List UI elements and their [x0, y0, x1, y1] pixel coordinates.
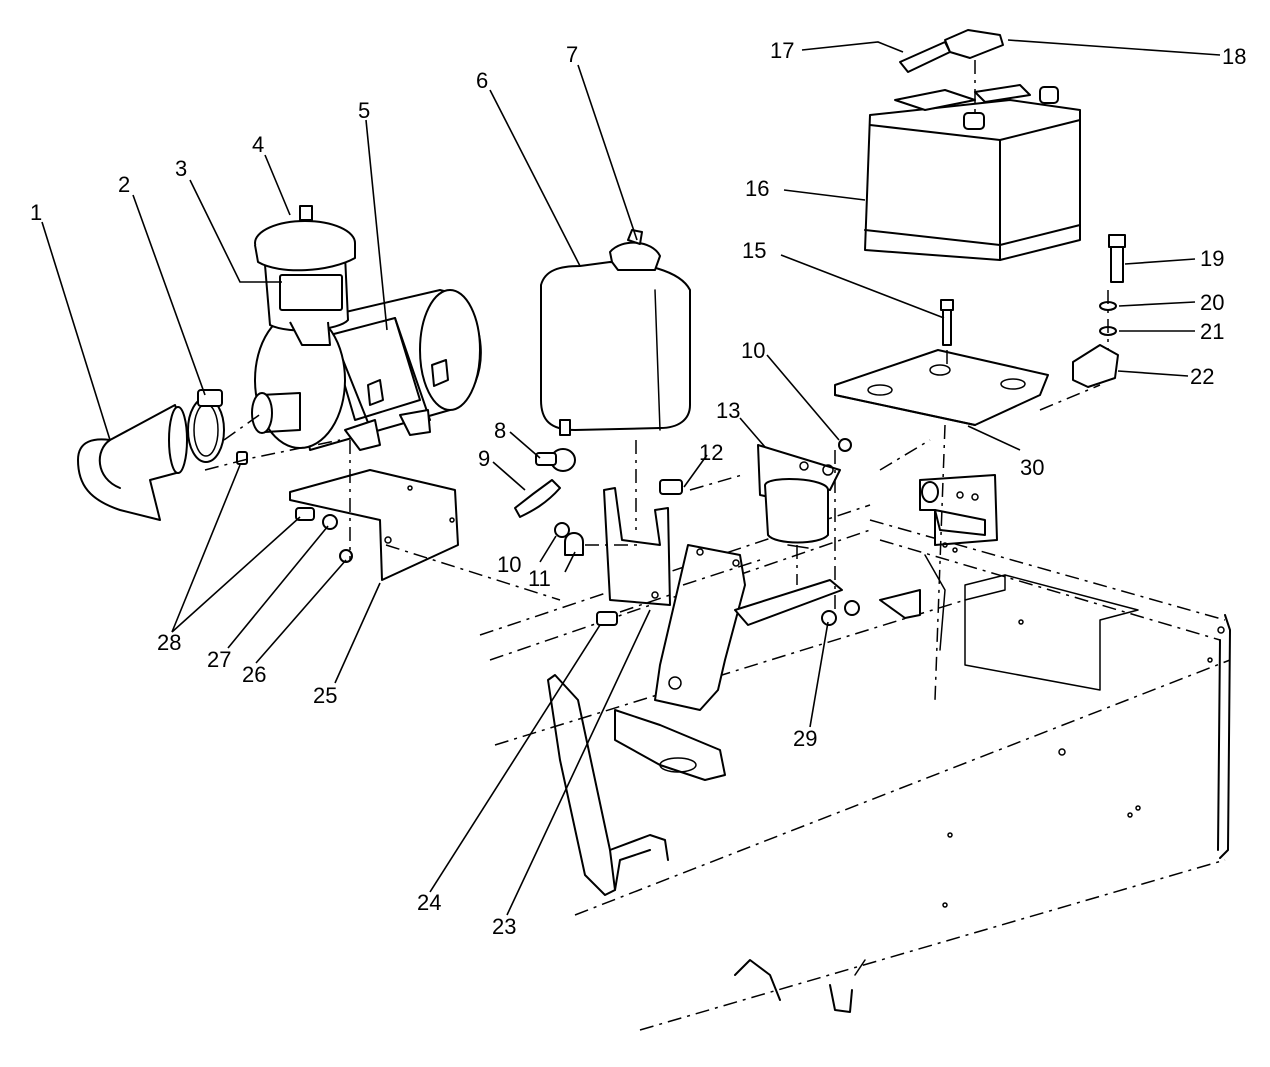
callout-27: 27 — [207, 647, 231, 672]
callout-28: 28 — [157, 630, 181, 655]
bolt-28 — [236, 451, 315, 521]
reservoir-tank — [540, 261, 691, 436]
callout-5: 5 — [358, 98, 370, 123]
leader-lines — [41, 39, 1221, 916]
callout-10-right: 10 — [741, 338, 765, 363]
nut-10-right — [838, 438, 852, 452]
battery — [864, 84, 1081, 261]
air-cleaner-bracket — [289, 469, 459, 581]
small-hose — [514, 479, 561, 518]
nut-26 — [339, 549, 353, 563]
alignment-lines — [204, 60, 1109, 701]
callout-24: 24 — [417, 890, 441, 915]
callout-19: 19 — [1200, 246, 1224, 271]
callout-2: 2 — [118, 172, 130, 197]
callout-12: 12 — [699, 440, 723, 465]
callout-10-left: 10 — [497, 552, 521, 577]
clip-11 — [564, 532, 584, 556]
callout-18: 18 — [1222, 44, 1246, 69]
callout-25: 25 — [313, 683, 337, 708]
battery-cable — [899, 29, 1004, 73]
hold-down-22 — [1072, 344, 1119, 388]
intake-hose — [77, 404, 188, 521]
callout-20: 20 — [1200, 290, 1224, 315]
bolt-24 — [596, 611, 618, 626]
callout-22: 22 — [1190, 364, 1214, 389]
callout-3: 3 — [175, 156, 187, 181]
callout-16: 16 — [745, 176, 769, 201]
bolt-19 — [1108, 234, 1126, 283]
callout-30: 30 — [1020, 455, 1044, 480]
filter-bracket — [757, 444, 841, 549]
callout-29: 29 — [793, 726, 817, 751]
bolt-12 — [659, 479, 683, 495]
air-cleaner-assembly — [251, 205, 482, 451]
callout-23: 23 — [492, 914, 516, 939]
nut-10-left — [554, 522, 570, 538]
callout-7: 7 — [566, 42, 578, 67]
washer-27 — [322, 514, 338, 530]
callout-6: 6 — [476, 68, 488, 93]
mount-plate-23 — [603, 487, 671, 606]
elbow-fitting — [535, 448, 576, 472]
battery-tray — [834, 349, 1049, 426]
callout-17: 17 — [770, 38, 794, 63]
callout-labels: 1 2 3 4 5 6 7 8 9 10 10 11 12 13 15 16 1… — [30, 38, 1246, 939]
callout-1: 1 — [30, 200, 42, 225]
callout-8: 8 — [494, 418, 506, 443]
callout-9: 9 — [478, 446, 490, 471]
bolt-15 — [940, 299, 954, 346]
frame-chassis — [479, 504, 1231, 1031]
callout-13: 13 — [716, 398, 740, 423]
callout-15: 15 — [742, 238, 766, 263]
reservoir-cap — [609, 229, 661, 271]
pedal-bracket-assembly — [614, 474, 998, 781]
callout-11: 11 — [528, 566, 551, 591]
callout-26: 26 — [242, 662, 266, 687]
callout-21: 21 — [1200, 319, 1224, 344]
callout-4: 4 — [252, 132, 264, 157]
hose-clamp — [187, 389, 225, 463]
